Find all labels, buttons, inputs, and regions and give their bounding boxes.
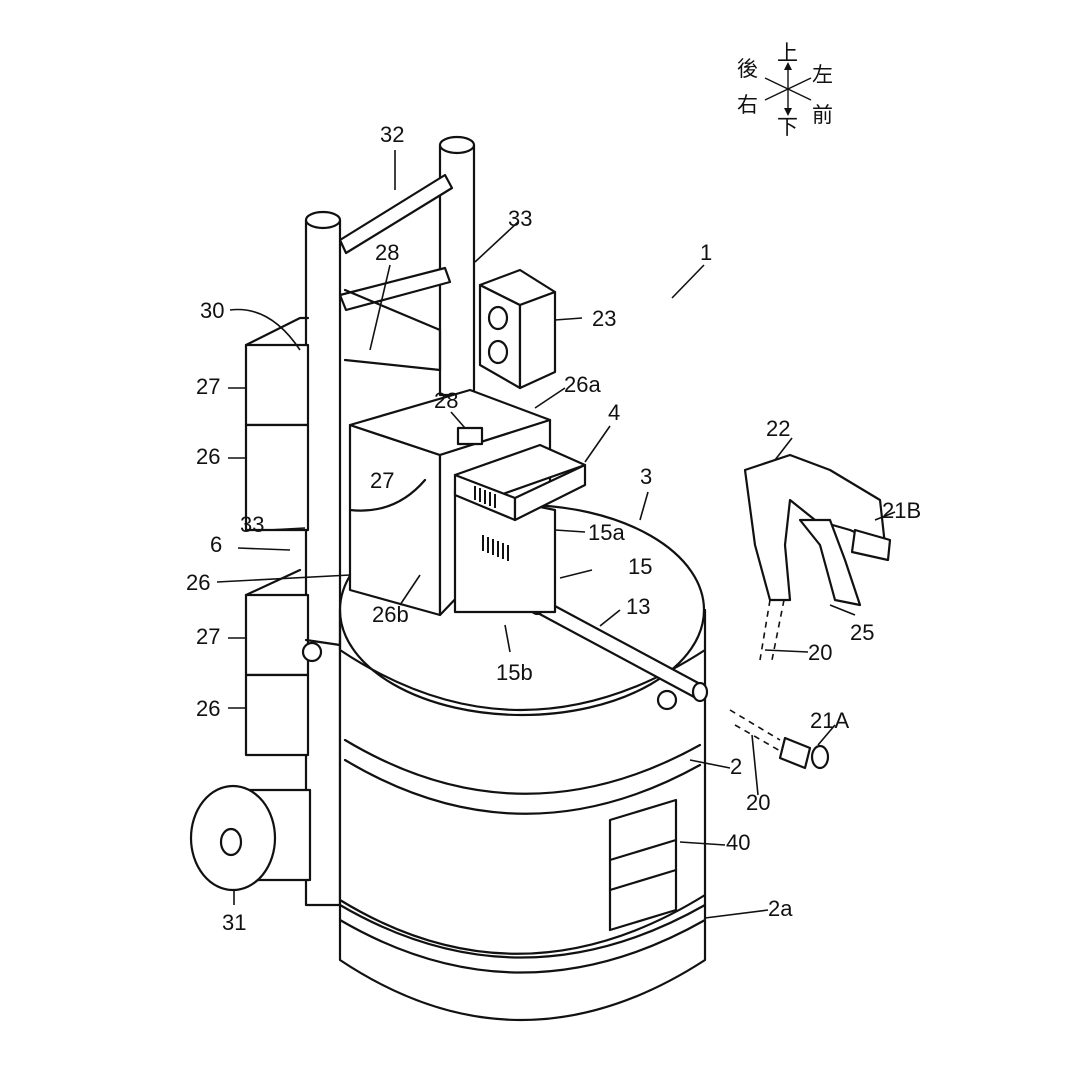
label-22: 22 <box>766 416 790 441</box>
rear-frame <box>304 135 476 907</box>
label-20-gun: 20 <box>808 640 832 665</box>
label-26b: 26b <box>372 602 409 627</box>
spray-gun <box>743 453 892 661</box>
side-storage-boxes <box>244 316 310 757</box>
direction-compass: 上 下 左 右 前 後 <box>737 41 833 139</box>
leader-lines <box>216 150 896 919</box>
label-2a: 2a <box>768 896 793 921</box>
coupler <box>729 709 830 770</box>
label-15a: 15a <box>588 520 625 545</box>
compass-back-label: 後 <box>737 57 758 81</box>
label-33-top: 33 <box>508 206 532 231</box>
wheel <box>189 784 312 892</box>
label-28-top: 28 <box>375 240 399 265</box>
label-2: 2 <box>730 754 742 779</box>
label-28-mid: 28 <box>434 388 458 413</box>
compass-left-label: 左 <box>812 63 833 87</box>
label-21B: 21B <box>882 498 921 523</box>
compass-right-label: 右 <box>737 93 758 117</box>
battery-unit <box>453 443 587 614</box>
label-20-hose: 20 <box>746 790 770 815</box>
label-15b: 15b <box>496 660 533 685</box>
label-40: 40 <box>726 830 750 855</box>
label-23: 23 <box>592 306 616 331</box>
label-26a: 26a <box>564 372 601 397</box>
label-6: 6 <box>210 532 222 557</box>
label-26-upper: 26 <box>196 444 220 469</box>
compass-down-label: 下 <box>777 115 798 139</box>
label-4: 4 <box>608 400 620 425</box>
compass-front-label: 前 <box>812 103 833 127</box>
label-27-upper: 27 <box>196 374 220 399</box>
compass-up-label: 上 <box>777 41 798 65</box>
label-30: 30 <box>200 298 224 323</box>
label-31: 31 <box>222 910 246 935</box>
label-26-lower: 26 <box>196 696 220 721</box>
reference-labels: 1 32 33 28 30 27 26 23 26a 28 4 27 3 15a… <box>186 122 921 935</box>
label-15: 15 <box>628 554 652 579</box>
label-26-mid: 26 <box>186 570 210 595</box>
control-box <box>478 268 557 390</box>
label-25: 25 <box>850 620 874 645</box>
label-21A: 21A <box>810 708 849 733</box>
label-13: 13 <box>626 594 650 619</box>
label-27-lower: 27 <box>196 624 220 649</box>
label-32: 32 <box>380 122 404 147</box>
label-3: 3 <box>640 464 652 489</box>
label-27-unit: 27 <box>370 468 394 493</box>
label-1: 1 <box>700 240 712 265</box>
label-33-side: 33 <box>240 512 264 537</box>
